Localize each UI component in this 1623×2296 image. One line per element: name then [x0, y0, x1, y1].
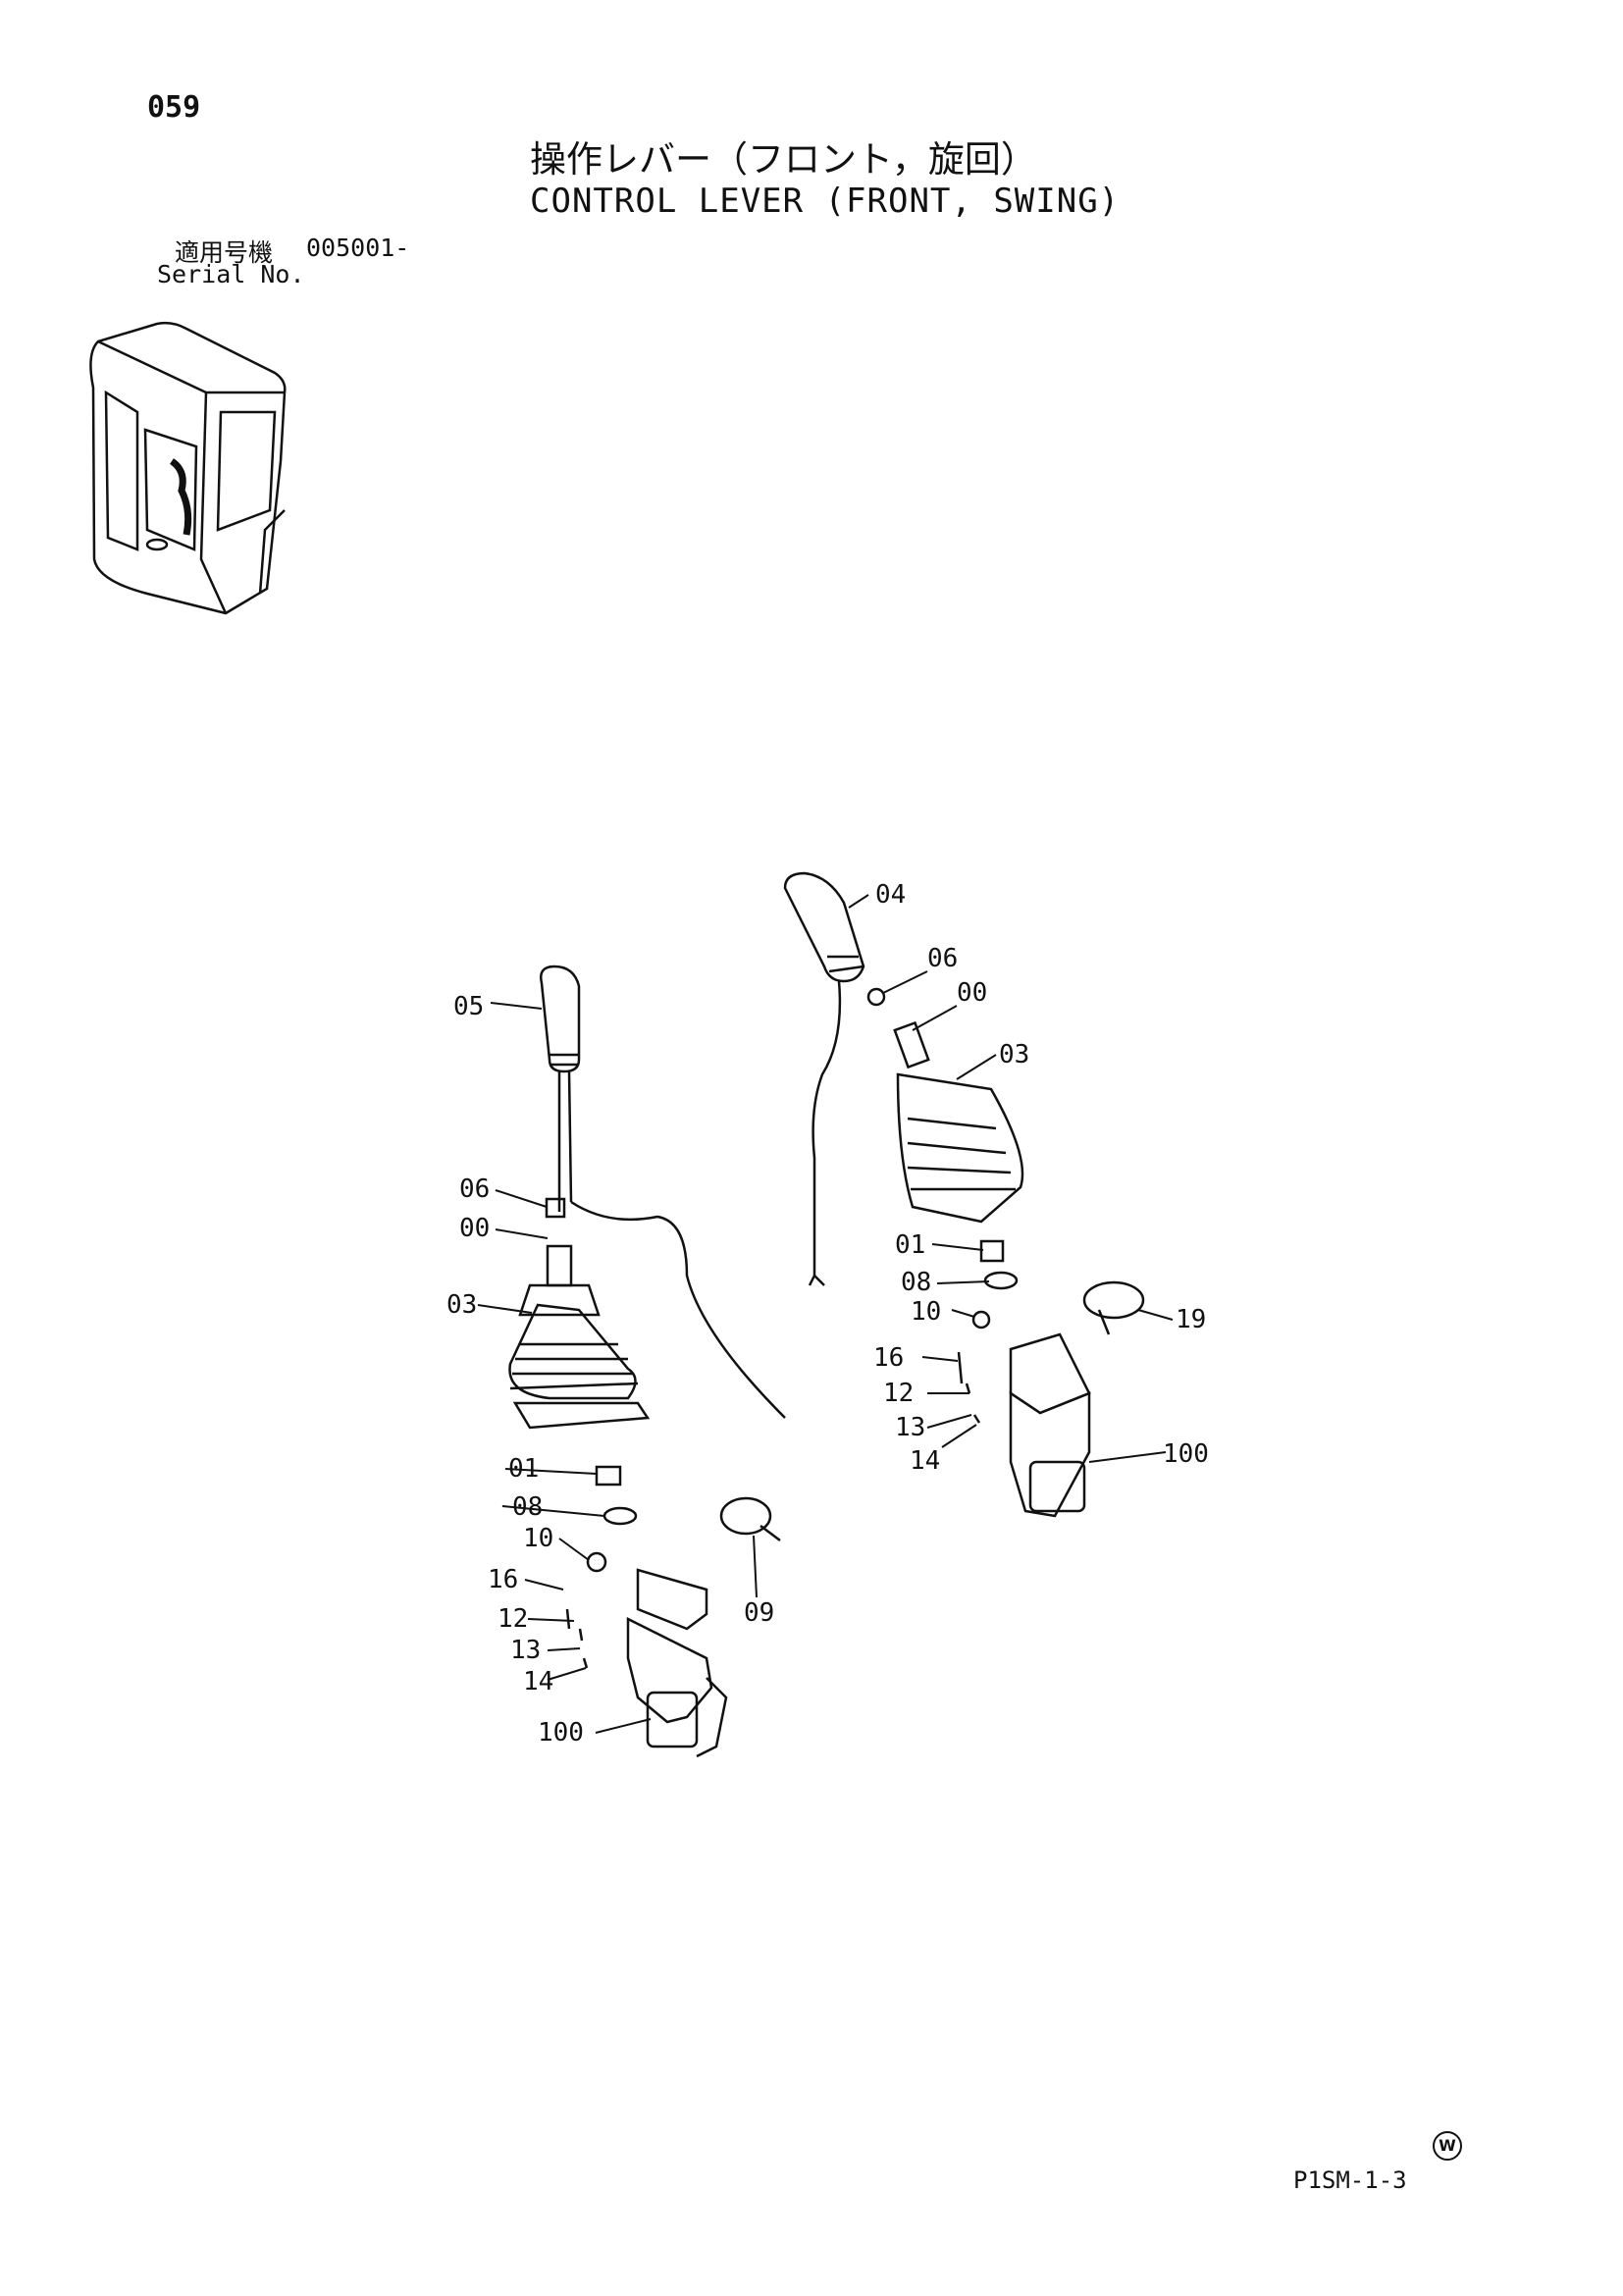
w-circle-mark: W: [1433, 2131, 1462, 2161]
pilot-valve-100: [626, 1616, 713, 1724]
callout-right-10: 10: [911, 1297, 941, 1327]
serial-label-japanese: 適用号機: [175, 238, 274, 267]
lever-grip-04: [783, 871, 865, 983]
callout-right-16: 16: [873, 1343, 904, 1373]
serial-label-english: Serial No.: [157, 260, 305, 288]
cable-tie-19: [1082, 1280, 1145, 1320]
callout-left-08: 08: [512, 1492, 543, 1522]
lever-screw-10: [586, 1551, 607, 1573]
callout-left-09: 09: [744, 1598, 774, 1628]
lever-nut-06: [866, 987, 886, 1007]
lever-plate-08: [983, 1271, 1019, 1290]
callout-right-03: 03: [999, 1040, 1029, 1070]
callout-left-06: 06: [459, 1174, 490, 1204]
lever-grip-05: [540, 965, 581, 1073]
lever-nut-01: [979, 1239, 1005, 1263]
lever-rod-00: [546, 1244, 573, 1287]
callout-left-16: 16: [488, 1565, 518, 1594]
callout-left-01: 01: [508, 1454, 539, 1484]
callout-right-13: 13: [895, 1413, 925, 1442]
callout-leader-lines: [477, 894, 1174, 1734]
right-wire-harness: [812, 980, 842, 1276]
callout-left-00: 00: [459, 1214, 490, 1243]
callout-left-12: 12: [497, 1604, 528, 1634]
callout-left-03: 03: [446, 1290, 477, 1320]
page-number: 059: [147, 90, 201, 125]
page-title-japanese: 操作レバー（フロント，旋回）: [530, 138, 1037, 181]
callout-right-06: 06: [927, 944, 958, 973]
pilot-valve-100: [1009, 1390, 1091, 1518]
serial-number-value: 005001-: [306, 234, 410, 262]
rubber-boot-03: [508, 1303, 637, 1400]
lever-screw-10: [971, 1310, 991, 1330]
lever-nut-06: [545, 1197, 566, 1219]
cab-locator-illustration: [89, 321, 287, 615]
cable-tie-09: [719, 1496, 772, 1536]
callout-right-08: 08: [901, 1268, 931, 1297]
callout-left-10: 10: [523, 1524, 553, 1553]
callout-left-05: 05: [453, 992, 484, 1021]
callout-right-00: 00: [957, 978, 987, 1008]
callout-left-13: 13: [510, 1636, 541, 1665]
page-title-english: CONTROL LEVER (FRONT, SWING): [530, 182, 1121, 221]
callout-right-100: 100: [1163, 1439, 1209, 1469]
lever-plate-08: [602, 1506, 638, 1526]
left-lever-assembly: [508, 965, 786, 1758]
callout-right-04: 04: [875, 880, 906, 910]
callout-right-19: 19: [1176, 1305, 1206, 1334]
callout-right-01: 01: [895, 1230, 925, 1260]
right-lever-assembly: [783, 871, 1145, 1518]
callout-right-12: 12: [883, 1379, 914, 1408]
callout-left-100: 100: [538, 1718, 584, 1748]
left-wire-harness: [570, 1200, 786, 1419]
callout-left-14: 14: [523, 1667, 553, 1696]
lever-rod-00: [893, 1020, 930, 1070]
lever-nut-01: [595, 1465, 622, 1487]
callout-labels: 05 06 00 03 01 08 10 16 12 13 14 100 09 …: [446, 880, 1209, 1748]
page-code: P1SM-1-3: [1293, 2166, 1407, 2194]
callout-right-14: 14: [910, 1446, 940, 1476]
rubber-boot-03: [896, 1072, 1024, 1224]
